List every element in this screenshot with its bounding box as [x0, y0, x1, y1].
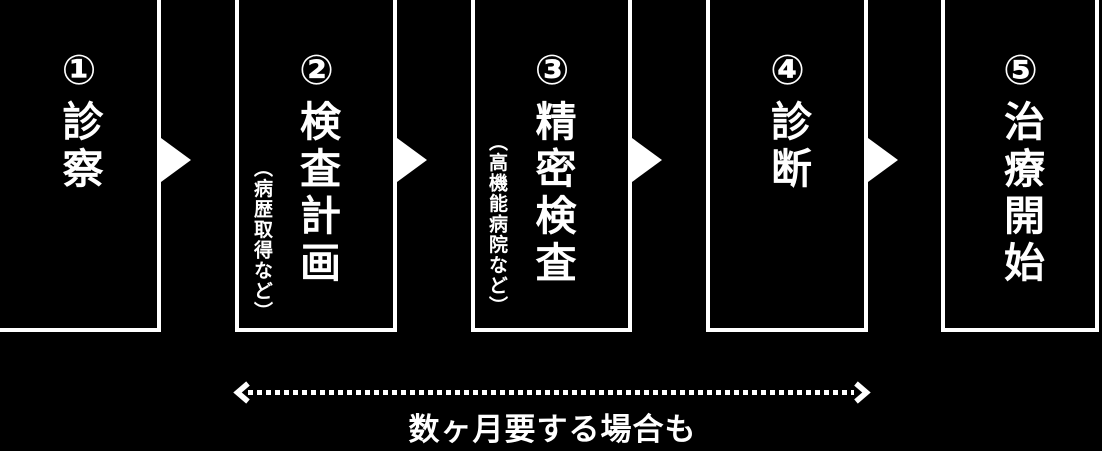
arrow-right-icon	[397, 138, 427, 182]
step-4-text: ④診断	[764, 46, 812, 194]
right-arrowhead-icon	[854, 381, 871, 404]
step-box-3: ③精密検査 （高機能病院など）	[471, 0, 632, 332]
step-title: 精密検査	[528, 100, 576, 288]
arrow-right-icon	[632, 138, 662, 182]
step-3-text: ③精密検査	[528, 46, 576, 288]
arrow-right-icon	[868, 138, 898, 182]
step-number: ⑤	[996, 46, 1045, 100]
step-title: 診断	[763, 100, 812, 194]
step-note: （高機能病院など）	[486, 132, 508, 317]
step-note: （病歴取得など）	[251, 158, 273, 322]
step-box-5: ⑤治療開始	[941, 0, 1099, 332]
step-title: 診察	[55, 100, 103, 194]
step-1-text: ①診察	[55, 46, 103, 194]
step-number: ③	[528, 46, 576, 100]
step-number: ④	[763, 46, 812, 100]
step-box-4: ④診断	[706, 0, 868, 332]
step-5-text: ⑤治療開始	[997, 46, 1045, 288]
step-box-2: ②検査計画 （病歴取得など）	[235, 0, 397, 332]
step-title: 検査計画	[292, 100, 341, 288]
duration-range-line	[248, 390, 854, 395]
arrow-right-icon	[161, 138, 191, 182]
duration-label: 数ヶ月要する場合も	[408, 412, 697, 448]
step-title: 治療開始	[996, 100, 1045, 288]
step-box-1: ①診察	[0, 0, 161, 332]
step-number: ②	[292, 46, 341, 100]
left-arrowhead-icon	[233, 381, 250, 404]
step-2-text: ②検査計画	[293, 46, 341, 288]
step-number: ①	[55, 46, 103, 100]
